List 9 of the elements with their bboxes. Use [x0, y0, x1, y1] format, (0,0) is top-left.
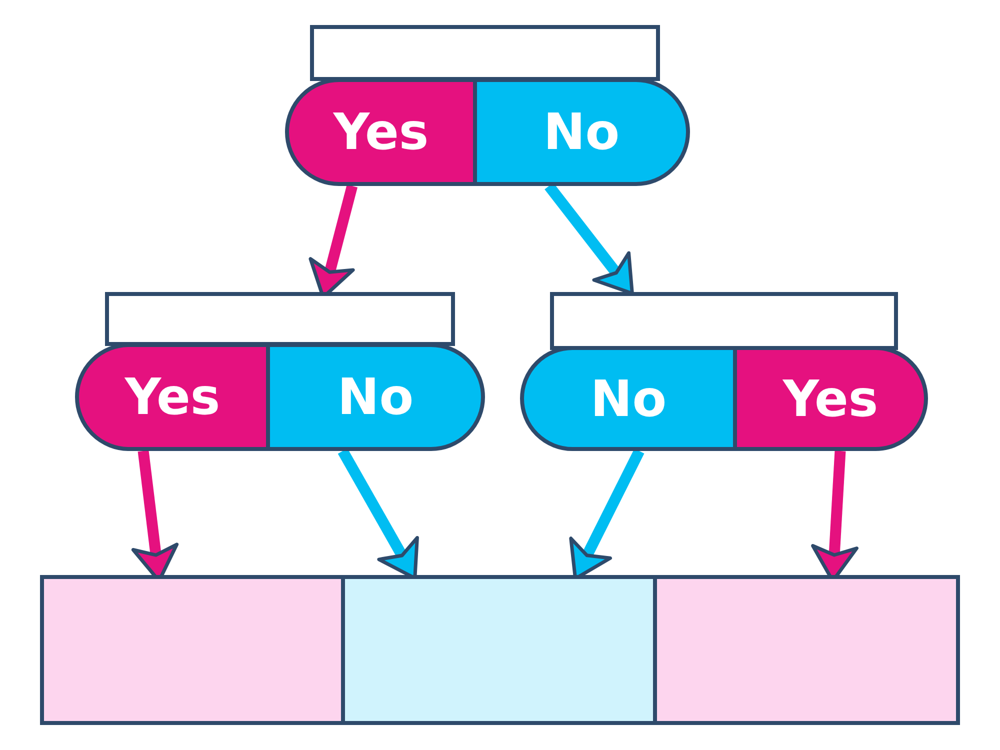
- empty-box: [550, 292, 898, 350]
- empty-box: [105, 292, 455, 346]
- answer-label: Yes: [782, 370, 878, 428]
- empty-box: [310, 25, 660, 81]
- answer-label: Yes: [124, 368, 220, 426]
- answer-label: No: [590, 370, 667, 428]
- answer-label: No: [337, 368, 414, 426]
- answer-label: Yes: [333, 103, 429, 161]
- answer-label: No: [543, 103, 620, 161]
